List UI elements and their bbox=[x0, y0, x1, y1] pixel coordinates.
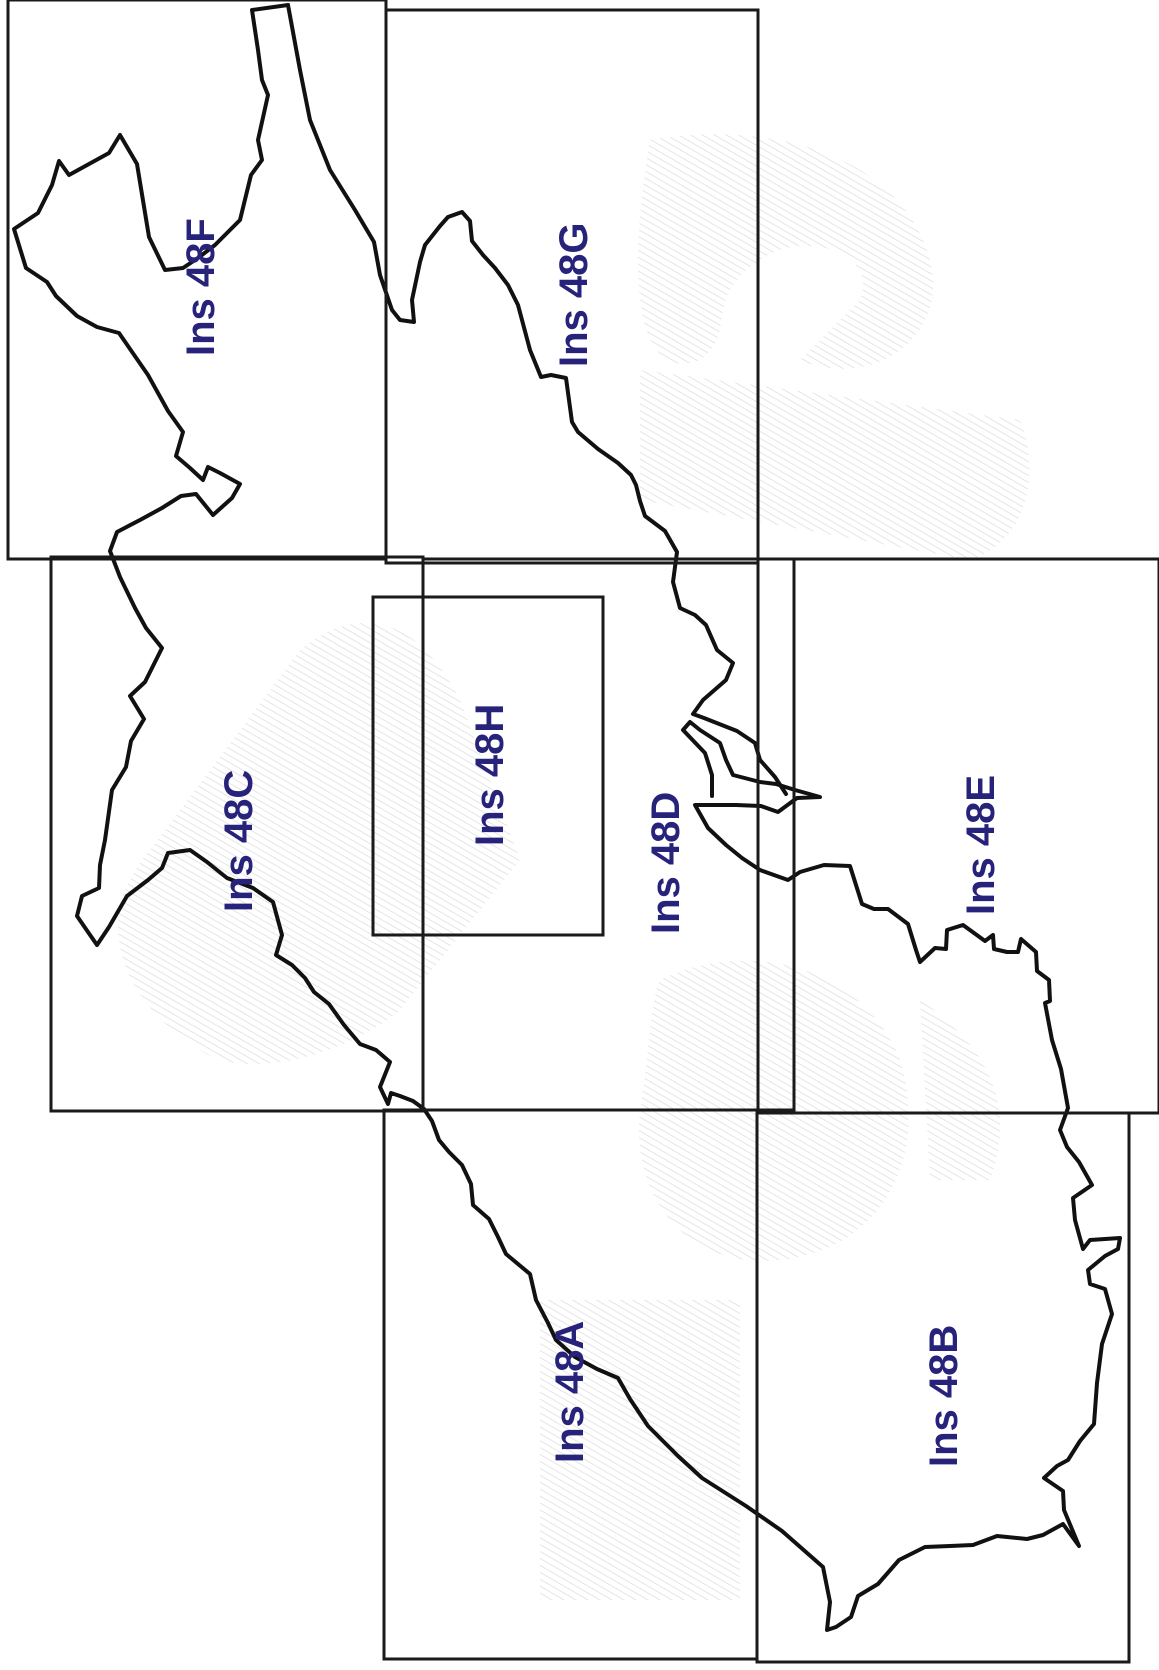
sheet-label-48D[interactable]: Ins 48D bbox=[644, 792, 688, 934]
sheet-label-48C[interactable]: Ins 48C bbox=[217, 770, 261, 912]
sheet-frames bbox=[6, 0, 1159, 1664]
sheet-label-48A[interactable]: Ins 48A bbox=[548, 1321, 592, 1463]
sheet-label-48H[interactable]: Ins 48H bbox=[468, 704, 512, 846]
sheet-48B-frame bbox=[755, 1111, 1131, 1664]
coast-upper bbox=[286, 3, 788, 796]
sheet-label-48F[interactable]: Ins 48F bbox=[179, 218, 223, 356]
sheet-48H-frame bbox=[371, 595, 605, 937]
sheet-labels: Ins 48F Ins 48G Ins 48C Ins 48H Ins 48D … bbox=[179, 218, 1003, 1467]
sheet-label-48E[interactable]: Ins 48E bbox=[959, 775, 1003, 915]
county-boundary bbox=[12, 3, 1122, 1632]
sheet-label-48B[interactable]: Ins 48B bbox=[922, 1325, 966, 1467]
sheet-48G-frame bbox=[384, 8, 760, 565]
sheet-label-48G[interactable]: Ins 48G bbox=[552, 222, 596, 367]
